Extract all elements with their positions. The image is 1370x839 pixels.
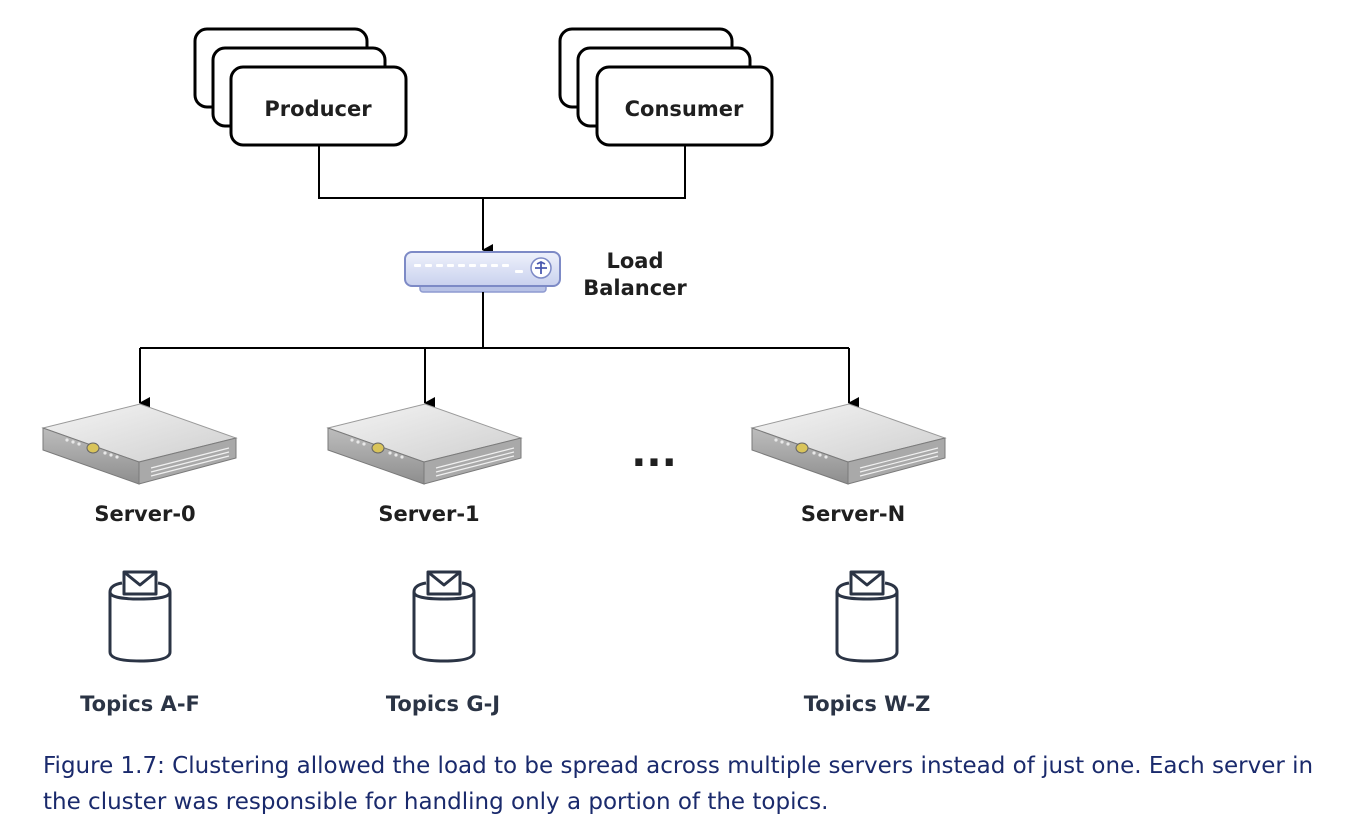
topics-label: Topics G-J (386, 692, 500, 716)
consumer-stack: Consumer (558, 27, 774, 147)
consumer-label: Consumer (625, 97, 744, 121)
topics-label: Topics A-F (80, 692, 200, 716)
figure-caption: Figure 1.7: Clustering allowed the load … (43, 748, 1353, 820)
server-label: Server-0 (94, 502, 195, 526)
load-balancer-label-line2: Balancer (583, 276, 687, 300)
server-icon (750, 403, 947, 485)
server-label: Server-1 (378, 502, 479, 526)
producer-label: Producer (264, 97, 372, 121)
caption-line-1: Figure 1.7: Clustering allowed the load … (43, 753, 1314, 779)
topic-store-icon (108, 570, 172, 663)
topic-store-icon (835, 570, 899, 663)
server-label: Server-N (801, 502, 905, 526)
topics-label: Topics W-Z (804, 692, 931, 716)
topic-store-icon (412, 570, 476, 663)
server-connectors (139, 292, 859, 409)
load-balancer-icon (404, 251, 561, 293)
load-balancer-label-line1: Load (606, 249, 663, 273)
client-connectors (318, 145, 686, 256)
server-icon (326, 403, 523, 485)
ellipsis: ... (631, 430, 677, 476)
server-icon (41, 403, 238, 485)
caption-line-2: the cluster was responsible for handling… (43, 789, 829, 815)
producer-stack: Producer (193, 27, 408, 147)
